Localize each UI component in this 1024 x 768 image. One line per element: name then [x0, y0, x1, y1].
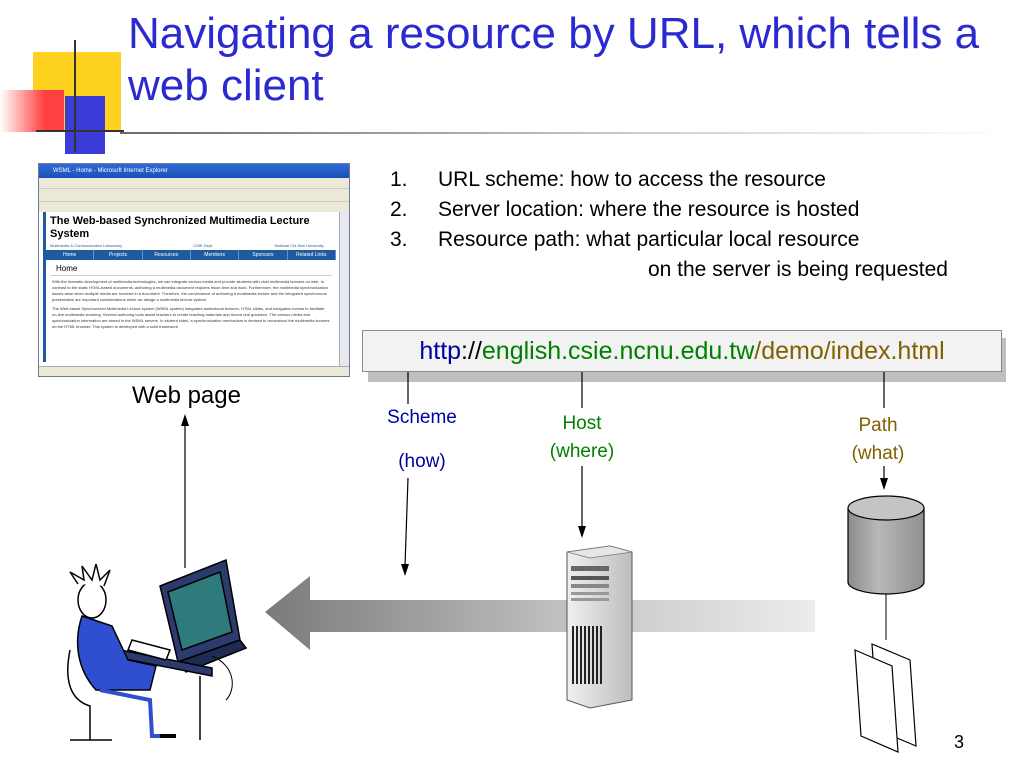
server-icon [566, 545, 633, 709]
url-path: /demo/index.html [754, 337, 945, 365]
host-sublabel: (where) [549, 441, 615, 462]
url-separator: :// [461, 337, 482, 365]
browser-menu-bar [39, 178, 349, 188]
slide-title: Navigating a resource by URL, which tell… [128, 9, 980, 110]
site-lab: Multimedia & Communication Laboratory [50, 243, 123, 248]
list-text: URL scheme: how to access the resource [438, 168, 826, 191]
scheme-sublabel: (how) [398, 451, 446, 472]
url-host: english.csie.ncnu.edu.tw [481, 337, 755, 365]
list-item: 1. URL scheme: how to access the resource [390, 165, 960, 195]
path-connector [880, 372, 888, 490]
host-label: Host [562, 413, 602, 434]
title-divider [120, 132, 1010, 134]
site-nav-resources[interactable]: Resources [143, 250, 191, 260]
url-example: http://english.csie.ncnu.edu.tw/demo/ind… [362, 330, 1002, 372]
site-nav-members[interactable]: Members [191, 250, 240, 260]
list-number: 1. [390, 168, 408, 191]
scheme-connector [401, 372, 409, 576]
browser-status-bar [39, 366, 349, 376]
documents-icon [854, 643, 917, 753]
scheme-label: Scheme [387, 407, 457, 428]
site-paragraph-2: The Web-based Synchronized Multimedia Le… [52, 306, 330, 329]
browser-scrollbar[interactable] [339, 212, 349, 366]
browser-toolbar [39, 188, 349, 201]
list-item: 3. Resource path: what particular local r… [390, 225, 960, 285]
site-university: National Chi-Nan University [274, 243, 324, 248]
site-dept: CSIE Dept. [193, 243, 214, 248]
list-number: 2. [390, 198, 408, 221]
site-title: The Web-based Synchronized Multimedia Le… [50, 215, 310, 240]
deco-blue-square [65, 96, 105, 154]
web-page-connector [181, 414, 189, 568]
page-number: 3 [953, 732, 964, 752]
deco-vertical-line [74, 40, 76, 152]
user-at-computer-icon [67, 558, 248, 741]
url-parts-list: 1. URL scheme: how to access the resource… [390, 165, 960, 285]
list-text: Resource path: what particular local res… [438, 228, 860, 251]
web-page-label: Web page [132, 382, 241, 409]
browser-title-bar: WSML - Home - Microsoft Internet Explore… [39, 164, 349, 178]
browser-content: The Web-based Synchronized Multimedia Le… [43, 212, 336, 362]
site-nav-projects[interactable]: Projects [94, 250, 143, 260]
list-number: 3. [390, 228, 408, 251]
site-paragraph-1: With the dramatic development of multime… [52, 279, 328, 302]
deco-red-square [0, 90, 64, 132]
browser-address-bar [39, 201, 349, 212]
database-icon [847, 495, 925, 640]
site-nav-related-links[interactable]: Related Links [288, 250, 336, 260]
list-text-continuation: on the server is being requested [647, 258, 948, 281]
data-flow-arrow [265, 576, 815, 650]
site-nav: Home Projects Resources Members Sponsors… [46, 250, 336, 260]
host-connector [578, 372, 586, 538]
path-label: Path [858, 415, 898, 436]
site-nav-home[interactable]: Home [46, 250, 95, 260]
site-page-heading: Home [50, 260, 332, 276]
site-subtitle-row: Multimedia & Communication Laboratory CS… [46, 241, 336, 250]
web-page-screenshot: WSML - Home - Microsoft Internet Explore… [38, 163, 350, 377]
path-sublabel: (what) [851, 443, 905, 464]
list-text: Server location: where the resource is h… [438, 198, 860, 221]
list-item: 2. Server location: where the resource is… [390, 195, 960, 225]
deco-horizontal-line [36, 130, 124, 132]
url-scheme: http [419, 337, 462, 365]
site-nav-sponsors[interactable]: Sponsors [239, 250, 288, 260]
